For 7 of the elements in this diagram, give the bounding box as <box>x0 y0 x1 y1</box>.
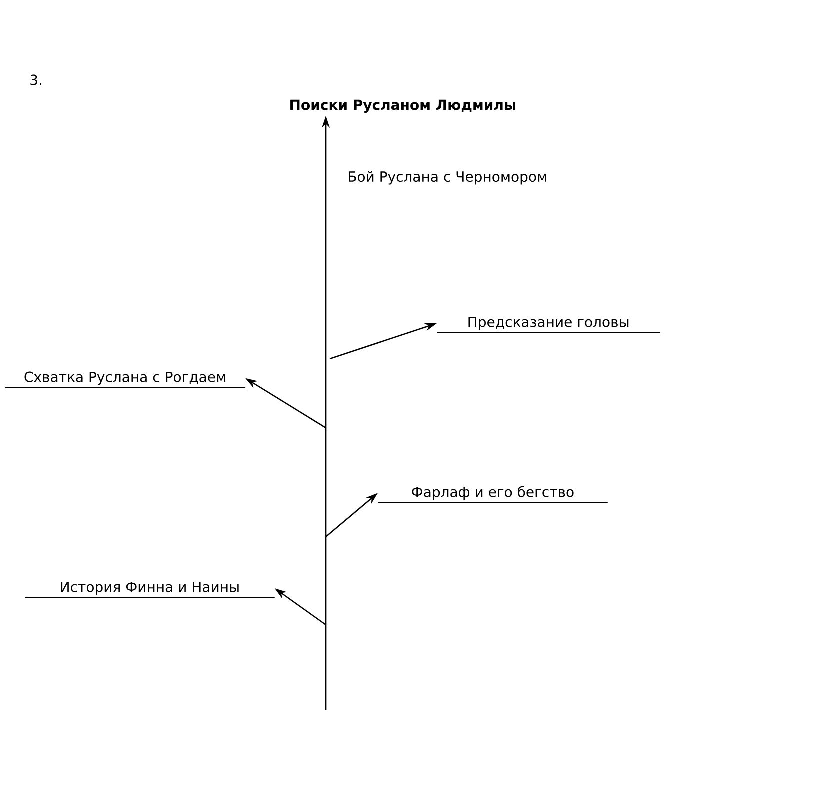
item-number: 3. <box>30 74 42 86</box>
underlined-label: Предсказание головы <box>437 316 660 334</box>
heading-label: Поиски Русланом Людмилы <box>290 100 516 114</box>
underlined-label: Схватка Руслана с Рогдаем <box>5 372 246 389</box>
underlined-label: История Финна и Наины <box>25 582 275 599</box>
text-label: Бой Руслана с Черномором <box>348 171 546 185</box>
underlined-label: Фарлаф и его бегство <box>378 486 608 504</box>
